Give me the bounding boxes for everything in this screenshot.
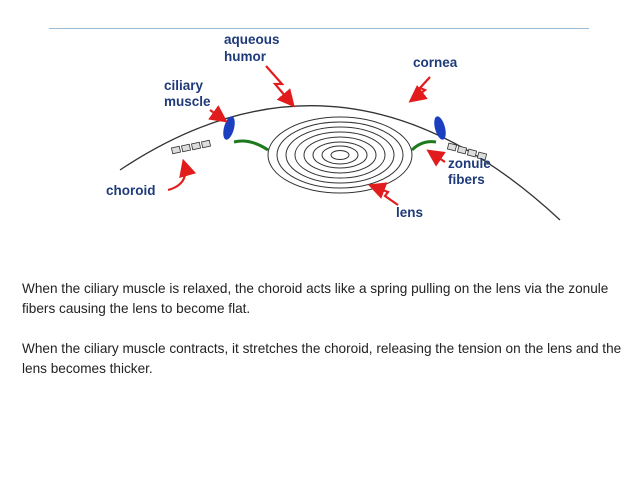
top-divider [49,28,589,29]
label-zonule-fibers: zonule fibers [448,156,495,187]
choroid-spring-right [446,142,488,161]
arrow-aqueous-humor [265,65,295,108]
caption-paragraph-contracts: When the ciliary muscle contracts, it st… [22,341,622,376]
label-aqueous-humor: aqueous humor [224,32,283,64]
ciliary-muscle-right [434,116,446,140]
annotation-arrows [167,65,446,206]
eye-lens-diagram: aqueous humor ciliary muscle cornea chor… [106,32,561,221]
zonule-fibers-right [410,140,437,152]
zonule-fibers-left [233,139,269,152]
choroid-spring-left [170,139,212,155]
arrow-ciliary-muscle [208,105,228,123]
arrow-lens [367,182,399,206]
lens-shape [267,116,413,194]
cornea-curve [119,105,561,221]
label-choroid: choroid [106,183,156,198]
arrow-cornea [408,76,431,103]
caption: When the ciliary muscle is relaxed, the … [22,279,622,399]
caption-paragraph-relaxed: When the ciliary muscle is relaxed, the … [22,281,609,316]
arrow-zonule-fibers [426,149,446,167]
label-lens: lens [396,205,423,220]
label-cornea: cornea [413,55,458,70]
arrow-choroid [167,158,197,192]
label-ciliary-muscle: ciliary muscle [164,78,211,109]
